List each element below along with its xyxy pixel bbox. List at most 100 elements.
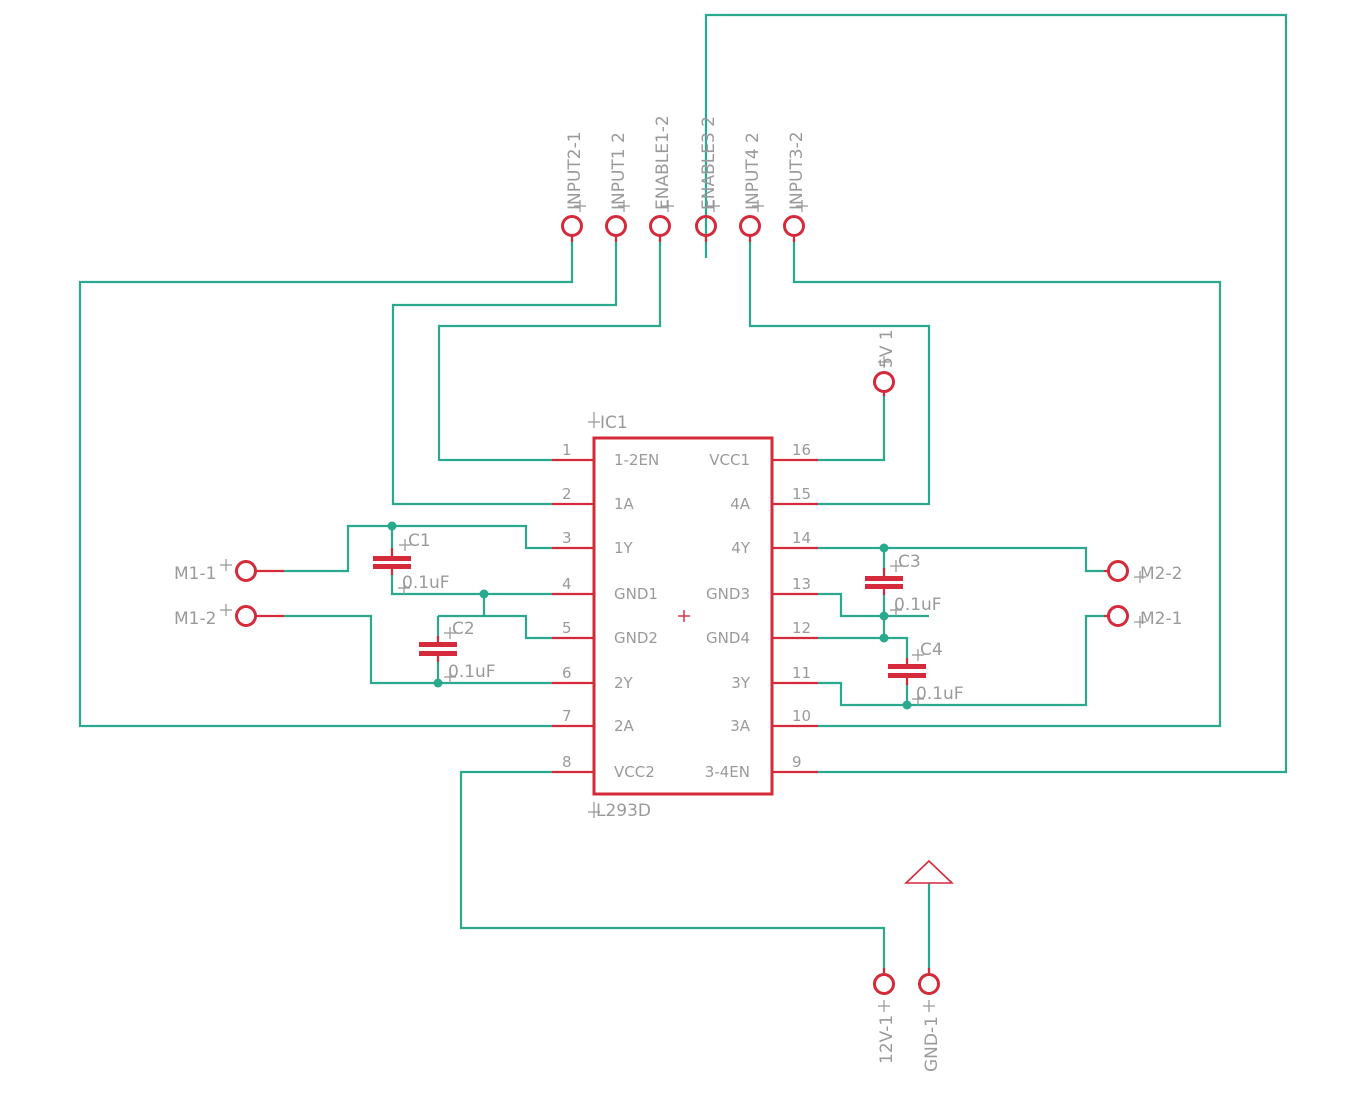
ic-pin-number: 11: [792, 664, 811, 682]
cap-c3-name: C3: [898, 552, 921, 572]
top-pad[interactable]: INPUT1 2: [605, 132, 631, 242]
net-2y: [284, 614, 552, 685]
top-pad-label: INPUT2-1: [565, 131, 585, 210]
pad-ring: [561, 215, 583, 237]
pad-ring: [1107, 560, 1129, 582]
ic-pin-number: 3: [562, 529, 572, 547]
net-input4: [748, 240, 931, 506]
net-3y: [818, 614, 1104, 707]
ic-pin-number: 12: [792, 619, 811, 637]
ic-pin-number: 2: [562, 485, 572, 503]
pad-12v[interactable]: 12V-1: [873, 968, 898, 1064]
ic-pin-name: VCC2: [614, 763, 655, 781]
pad-ring: [739, 215, 761, 237]
net-input1: [391, 240, 618, 506]
junction-dot: [479, 589, 489, 599]
wires: [78, 13, 1288, 972]
cap-c4-name: C4: [920, 640, 943, 660]
top-pad[interactable]: INPUT4 2: [739, 132, 765, 242]
ic-pin-name: GND4: [706, 629, 750, 647]
net-12v: [459, 770, 886, 972]
pad-m2-1[interactable]: M2-1: [1104, 605, 1182, 630]
ic-pin-name: 3A: [730, 717, 751, 735]
pad-m1-1-label: M1-1: [174, 564, 216, 584]
capacitor-c4[interactable]: C4 0.1uF: [888, 640, 964, 705]
cap-c1-value: 0.1uF: [402, 573, 450, 593]
pad-gnd-label: GND-1: [922, 1016, 942, 1072]
ic-value: L293D: [596, 801, 651, 821]
top-pads: INPUT2-1 INPUT1 2 ENABLE1-2 ENABLE3 2 INPUT4…: [561, 115, 809, 242]
ic-pin-name: 4A: [730, 495, 751, 513]
top-pad-label: INPUT1 2: [609, 132, 629, 210]
ic-pin-name: 4Y: [731, 539, 751, 557]
junction-dot: [387, 521, 397, 531]
net-1y: [284, 524, 552, 573]
top-pad[interactable]: ENABLE1-2: [649, 115, 675, 242]
top-pad[interactable]: INPUT2-1: [561, 131, 587, 242]
ic-pin-number: 9: [792, 753, 802, 771]
junction-dot: [902, 700, 912, 710]
junctions: [387, 521, 912, 710]
ic-pin-number: 15: [792, 485, 811, 503]
pad-m2-2-label: M2-2: [1140, 564, 1182, 584]
cap-c1-name: C1: [408, 531, 431, 551]
top-pad[interactable]: INPUT3-2: [783, 131, 809, 242]
cap-c2-value: 0.1uF: [448, 662, 496, 682]
cap-plate: [419, 651, 457, 656]
capacitor-c2[interactable]: C2 0.1uF: [419, 619, 496, 683]
junction-dot: [879, 543, 889, 553]
pad-5v[interactable]: 5V 1: [873, 329, 898, 396]
pad-12v-label: 12V-1: [877, 1015, 897, 1064]
pad-m2-2[interactable]: M2-2: [1104, 560, 1182, 585]
pad-ring: [605, 215, 627, 237]
pad-m1-2[interactable]: M1-2: [174, 604, 284, 629]
cap-c2-name: C2: [452, 619, 475, 639]
pad-m1-1[interactable]: M1-1: [174, 559, 284, 584]
cap-plate: [888, 673, 926, 678]
ground-supply-symbol[interactable]: [904, 859, 954, 884]
cap-c3-value: 0.1uF: [894, 595, 942, 615]
cap-plate: [373, 564, 411, 569]
pad-m2-1-label: M2-1: [1140, 609, 1182, 629]
ground-triangle-icon: [904, 859, 954, 884]
pad-ring: [783, 215, 805, 237]
ic-pin-number: 6: [562, 664, 572, 682]
capacitor-c1[interactable]: C1 0.1uF: [373, 531, 450, 594]
net-input2: [78, 240, 574, 728]
pad-ring: [873, 371, 895, 393]
ic-name: IC1: [600, 413, 628, 433]
pad-gnd[interactable]: GND-1: [918, 968, 943, 1072]
net-enable12: [437, 240, 662, 462]
ic-pin-number: 7: [562, 707, 572, 725]
ic-pin-number: 4: [562, 575, 572, 593]
top-pad-label: INPUT3-2: [787, 131, 807, 210]
pad-ring: [1107, 605, 1129, 627]
cap-plate: [865, 584, 903, 589]
cap-plate: [865, 576, 903, 581]
ic-pin-name: 3Y: [731, 674, 751, 692]
cap-plate: [419, 642, 457, 647]
pad-m1-2-label: M1-2: [174, 609, 216, 629]
net-gnd2: [482, 594, 552, 640]
junction-dot: [879, 611, 889, 621]
net-enable34: [704, 13, 1288, 774]
ic-pin-name: VCC1: [709, 451, 750, 469]
ic-pin-name: GND1: [614, 585, 658, 603]
junction-dot: [879, 633, 889, 643]
junction-dot: [433, 678, 443, 688]
net-gnd4: [818, 636, 909, 660]
ic-pin-number: 16: [792, 441, 811, 459]
ic-pin-number: 14: [792, 529, 811, 547]
ic-pin-number: 13: [792, 575, 811, 593]
net-input3: [792, 240, 1222, 728]
ic-pin-number: 8: [562, 753, 572, 771]
ic-pin-name: 1Y: [614, 539, 634, 557]
capacitor-c3[interactable]: C3 0.1uF: [865, 552, 942, 616]
cap-plate: [888, 664, 926, 669]
top-pad[interactable]: ENABLE3 2: [695, 116, 721, 242]
net-gnd1: [390, 572, 552, 596]
ic-pin-number: 10: [792, 707, 811, 725]
